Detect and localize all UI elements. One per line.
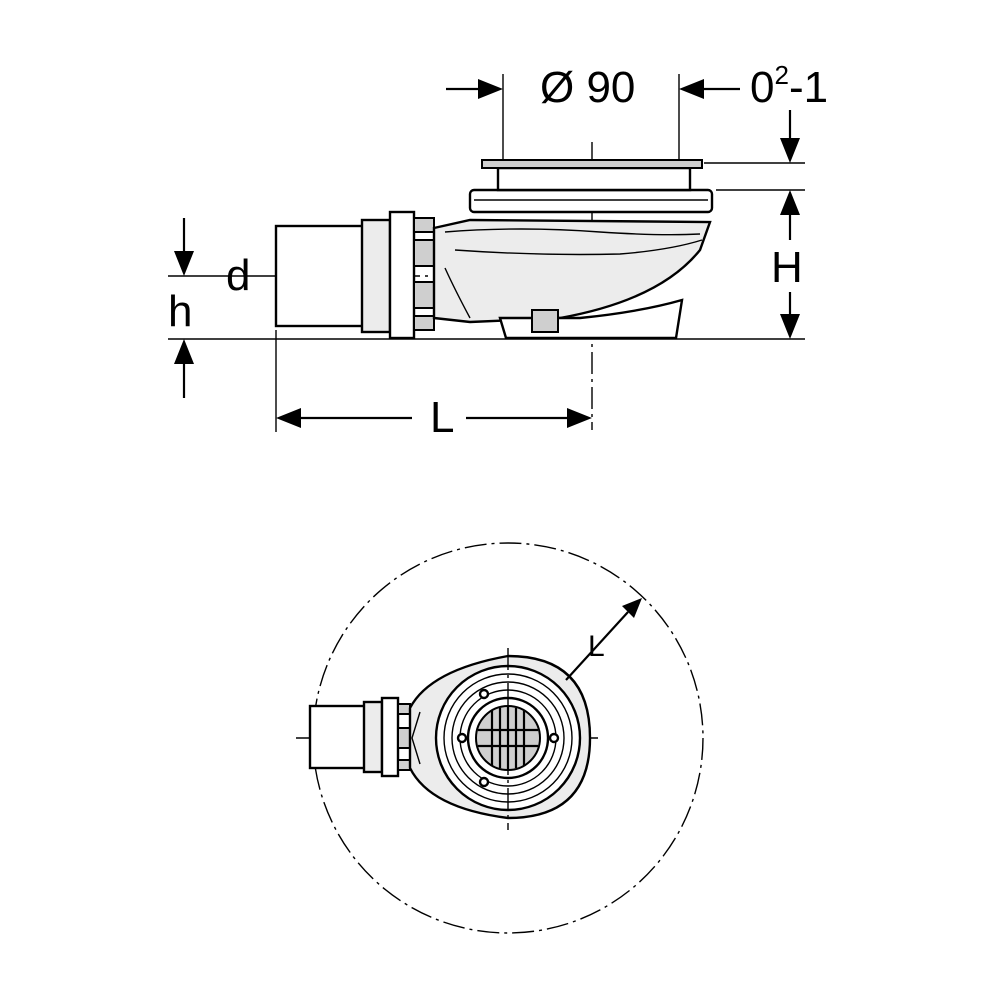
- coupling-ring: [360, 218, 392, 334]
- top-nut-lug-1: [397, 703, 411, 715]
- top-view: L: [296, 542, 704, 934]
- trap-upper-body: [496, 166, 692, 192]
- dim-l-arrow-right: [567, 408, 592, 428]
- top-length-label: L: [588, 630, 605, 663]
- dim-offset-label: 02-1: [750, 60, 828, 112]
- top-coupling-nut: [380, 696, 400, 778]
- trap-flange: [468, 188, 714, 214]
- top-screw-3: [478, 776, 490, 788]
- top-screw-4: [456, 732, 468, 744]
- top-l-arrow: [622, 598, 642, 618]
- dim-diameter-label: Ø 90: [540, 63, 635, 112]
- dim-h-arrow-top: [780, 190, 800, 215]
- outlet-pipe: [274, 224, 370, 328]
- dim-dia-arrow-right: [679, 79, 704, 99]
- top-screw-1: [478, 688, 490, 700]
- dim-pipe-height-label: h: [168, 287, 192, 336]
- top-l-line: [565, 611, 629, 681]
- trap-contour-1: [444, 228, 701, 236]
- dim-l-arrow-left: [276, 408, 301, 428]
- dim-offset-arrow: [780, 138, 800, 163]
- top-screw-2: [548, 732, 560, 744]
- dim-h-small-arrow: [174, 339, 194, 364]
- top-nut-lug-2: [397, 727, 411, 749]
- nut-lug-mid1: [413, 239, 435, 267]
- nut-lug-top: [413, 217, 435, 233]
- trap-contour-2: [454, 239, 703, 256]
- top-grate-plate: [481, 159, 703, 169]
- dim-dia-arrow-left: [478, 79, 503, 99]
- nut-lug-mid2: [413, 281, 435, 309]
- dim-pipe-diameter-label: d: [226, 251, 250, 300]
- trap-bottom-boss: [531, 309, 559, 333]
- nut-lug-bottom: [413, 315, 435, 331]
- coupling-nut: [388, 210, 416, 340]
- top-trap-chevron: [411, 711, 421, 765]
- top-nut-lug-3: [397, 759, 411, 771]
- dim-length-label: L: [430, 393, 454, 442]
- dim-h-arrow-bottom: [780, 314, 800, 339]
- dim-height-label: H: [771, 243, 803, 292]
- top-coupling-ring: [362, 700, 384, 774]
- dim-d-arrow-top: [174, 251, 194, 276]
- top-outlet-pipe: [308, 704, 370, 770]
- side-view: Ø 90 02-1 H d h L: [168, 60, 828, 442]
- trap-contour-3: [444, 267, 471, 319]
